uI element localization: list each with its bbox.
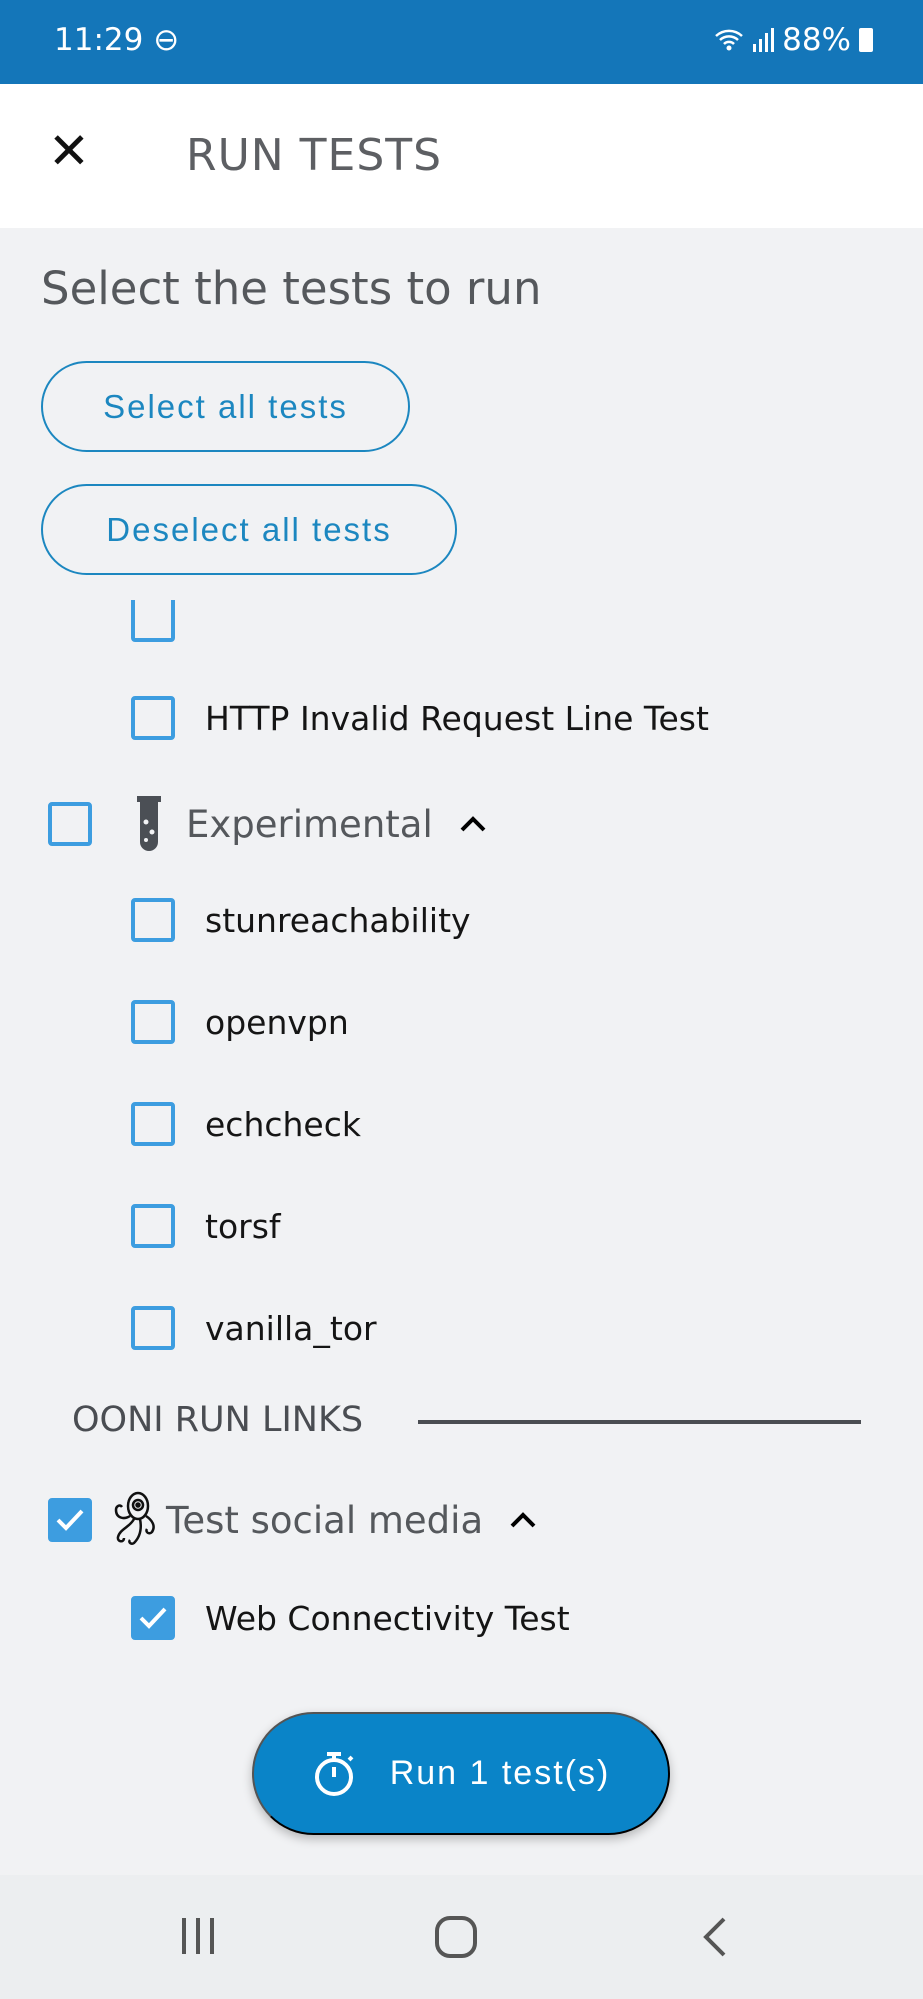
test-item[interactable]: echcheck — [131, 1094, 361, 1154]
battery-level: 88% — [782, 22, 851, 58]
test-label: Web Connectivity Test — [205, 1598, 570, 1638]
group-label: Experimental — [186, 802, 433, 846]
page-title: RUN TESTS — [186, 130, 443, 181]
section-heading: Select the tests to run — [41, 262, 542, 315]
group-label: Test social media — [166, 1498, 484, 1542]
partial-checkbox[interactable] — [131, 600, 175, 642]
close-icon[interactable]: ✕ — [48, 122, 90, 180]
run-tests-button[interactable]: Run 1 test(s) — [252, 1712, 670, 1835]
test-label: openvpn — [205, 1002, 349, 1042]
app-bar: ✕ RUN TESTS — [0, 84, 923, 228]
checkbox-checked[interactable] — [131, 1596, 175, 1640]
dnd-icon: ⊖ — [153, 22, 180, 58]
test-label: vanilla_tor — [205, 1308, 377, 1348]
checkbox[interactable] — [131, 1306, 175, 1350]
system-nav-bar — [0, 1875, 923, 1999]
deselect-all-button[interactable]: Deselect all tests — [41, 484, 457, 575]
run-label: Run 1 test(s) — [389, 1754, 611, 1792]
test-item[interactable]: Web Connectivity Test — [131, 1588, 570, 1648]
recents-icon[interactable] — [178, 1916, 218, 1956]
wifi-icon — [715, 29, 743, 51]
status-right: 88% — [714, 22, 873, 58]
status-bar: 11:29 ⊖ 88% — [0, 0, 923, 84]
checkbox-checked[interactable] — [48, 1498, 92, 1542]
checkbox[interactable] — [131, 1204, 175, 1248]
check-icon — [56, 1509, 84, 1531]
ooni-run-links-heading: OONI RUN LINKS — [72, 1400, 364, 1440]
test-label: torsf — [205, 1206, 281, 1246]
select-all-button[interactable]: Select all tests — [41, 361, 410, 452]
group-experimental[interactable]: Experimental — [48, 794, 487, 854]
test-item[interactable]: vanilla_tor — [131, 1298, 377, 1358]
test-item[interactable]: stunreachability — [131, 890, 471, 950]
check-icon — [139, 1607, 167, 1629]
test-item[interactable]: torsf — [131, 1196, 281, 1256]
status-time: 11:29 ⊖ — [54, 22, 179, 58]
signal-icon — [753, 28, 775, 52]
divider — [418, 1420, 861, 1424]
test-label: echcheck — [205, 1104, 361, 1144]
checkbox[interactable] — [131, 696, 175, 740]
chevron-up-icon[interactable] — [509, 1511, 537, 1529]
chevron-up-icon[interactable] — [459, 815, 487, 833]
stopwatch-icon — [314, 1751, 354, 1796]
checkbox[interactable] — [131, 898, 175, 942]
checkbox[interactable] — [131, 1102, 175, 1146]
time: 11:29 — [54, 22, 144, 58]
battery-icon — [859, 28, 873, 52]
test-label: stunreachability — [205, 900, 471, 940]
test-item[interactable]: openvpn — [131, 992, 349, 1052]
group-test-social-media[interactable]: Test social media — [48, 1490, 537, 1550]
test-item[interactable]: HTTP Invalid Request Line Test — [131, 688, 709, 748]
checkbox[interactable] — [131, 1000, 175, 1044]
back-icon[interactable] — [702, 1916, 728, 1958]
test-label: HTTP Invalid Request Line Test — [205, 698, 709, 738]
octopus-icon — [114, 1491, 155, 1545]
test-tube-icon — [137, 796, 161, 851]
checkbox[interactable] — [48, 802, 92, 846]
home-icon[interactable] — [434, 1915, 478, 1959]
